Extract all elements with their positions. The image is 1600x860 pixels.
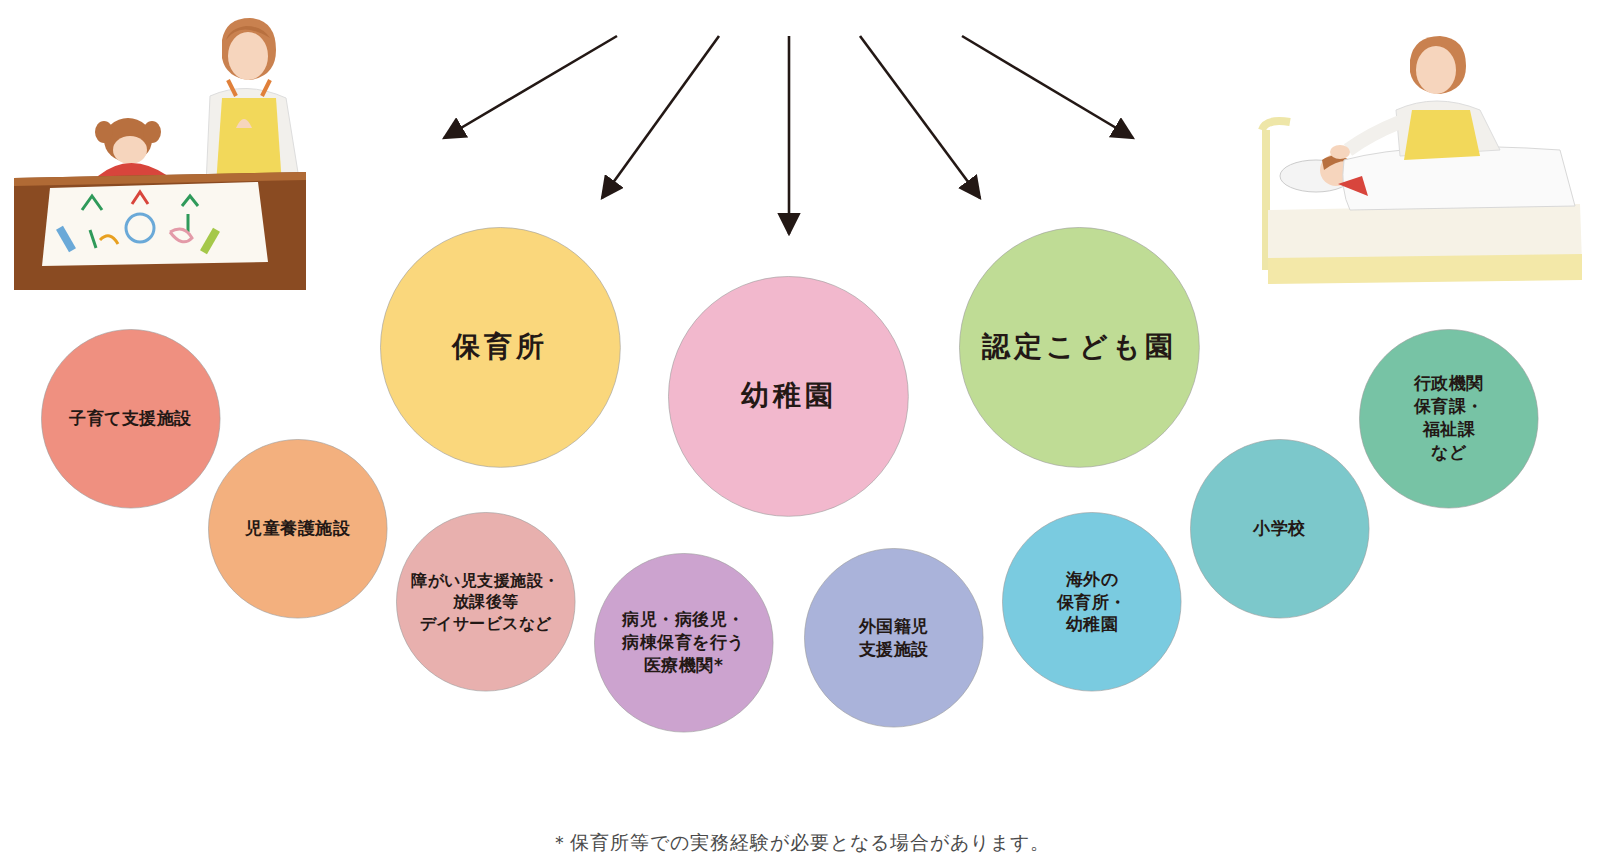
circle-node: 病児・病後児・ 病棟保育を行う 医療機関* xyxy=(594,553,774,733)
footnote-caption: ＊保育所等での実務経験が必要となる場合があります。 xyxy=(0,830,1600,856)
node-label: 病児・病後児・ 病棟保育を行う 医療機関* xyxy=(622,608,745,677)
circle-node: 障がい児支援施設・ 放課後等 デイサービスなど xyxy=(396,512,576,692)
circle-node: 児童養護施設 xyxy=(208,439,388,619)
circle-fill xyxy=(396,513,575,692)
node-label: 子育て支援施設 xyxy=(69,407,192,430)
circle-shape xyxy=(1359,329,1539,509)
circle-shape xyxy=(804,548,984,728)
drawing-illustration xyxy=(14,18,306,290)
circle-node: 認定こども園 xyxy=(959,227,1200,468)
circle-fill xyxy=(669,276,909,516)
bed-illustration xyxy=(1262,36,1582,284)
circle-fill xyxy=(594,554,773,733)
circle-node: 小学校 xyxy=(1190,439,1370,619)
circle-fill xyxy=(41,329,220,508)
circle-fill xyxy=(380,227,620,467)
node-label: 認定こども園 xyxy=(982,328,1177,366)
circle-node: 行政機関 保育課・福祉課 など xyxy=(1359,329,1539,509)
circle-fill xyxy=(960,227,1200,467)
node-label: 小学校 xyxy=(1253,517,1306,540)
node-label: 行政機関 保育課・福祉課 など xyxy=(1414,372,1484,464)
node-label: 保育所 xyxy=(452,328,548,366)
node-label: 海外の 保育所・幼稚園 xyxy=(1057,568,1127,637)
circle-fill xyxy=(1003,513,1182,692)
circle-node: 保育所 xyxy=(380,227,621,468)
node-label: 児童養護施設 xyxy=(245,517,350,540)
fan-arrows xyxy=(444,36,1133,234)
circle-node: 外国籍児 支援施設 xyxy=(804,548,984,728)
circle-fill xyxy=(1190,439,1369,618)
circle-fill xyxy=(209,439,388,618)
circle-fill xyxy=(805,548,984,727)
circle-fill xyxy=(1360,329,1539,508)
node-label: 外国籍児 支援施設 xyxy=(859,615,929,661)
node-label: 障がい児支援施設・ 放課後等 デイサービスなど xyxy=(411,570,560,634)
circle-node: 海外の 保育所・幼稚園 xyxy=(1002,512,1182,692)
node-label: 幼稚園 xyxy=(741,377,837,415)
circle-node: 幼稚園 xyxy=(668,276,909,517)
circle-node: 子育て支援施設 xyxy=(41,329,221,509)
